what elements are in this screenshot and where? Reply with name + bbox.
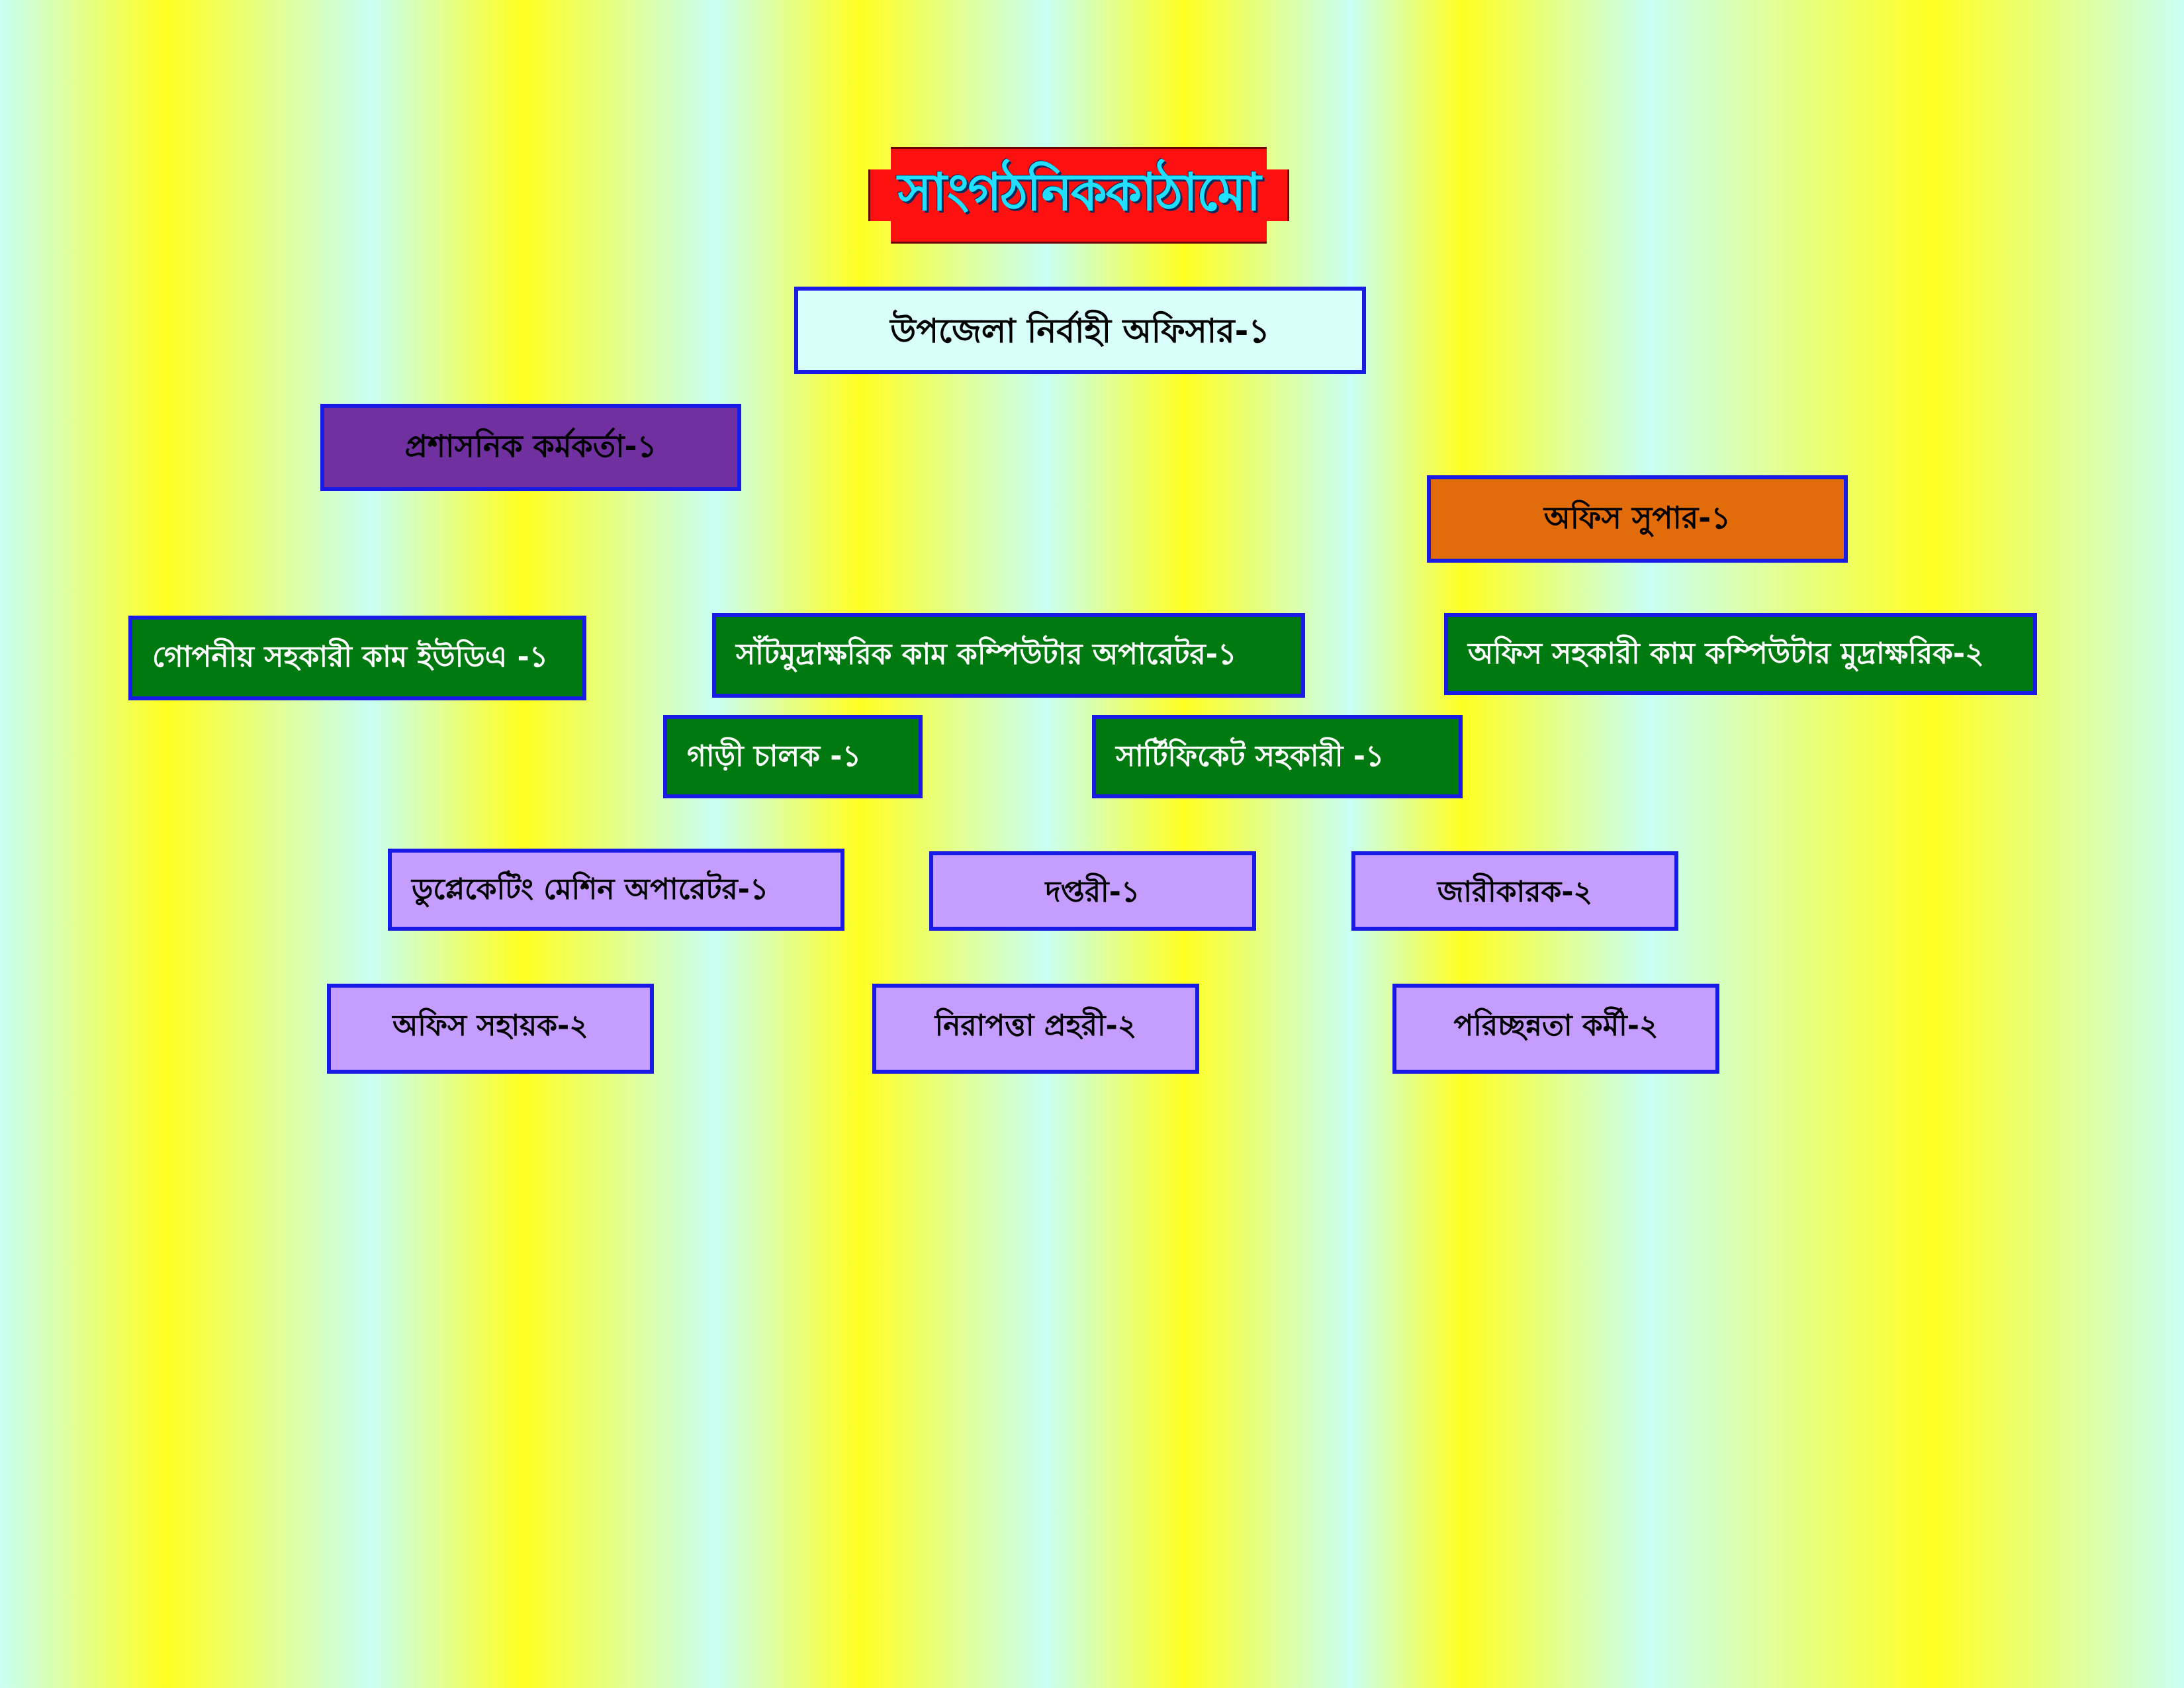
node-label: পরিচ্ছন্নতা কর্মী-২ xyxy=(1453,1009,1659,1043)
node-label: গাড়ী চালক -১ xyxy=(687,739,862,773)
node-label: অফিস সুপার-১ xyxy=(1543,500,1731,536)
node-label: উপজেলা নির্বাহী অফিসার-১ xyxy=(890,312,1270,350)
node-uno: উপজেলা নির্বাহী অফিসার-১ xyxy=(794,287,1366,374)
node-confidential-assistant: গোপনীয় সহকারী কাম ইউডিএ -১ xyxy=(128,616,586,700)
node-label: গোপনীয় সহকারী কাম ইউডিএ -১ xyxy=(152,640,549,674)
node-process-server: জারীকারক-২ xyxy=(1351,851,1678,931)
node-label: সাঁটমুদ্রাক্ষরিক কাম কম্পিউটার অপারেটর-১ xyxy=(736,637,1237,671)
node-office-helper: অফিস সহায়ক-২ xyxy=(327,984,654,1074)
node-office-assistant-typist: অফিস সহকারী কাম কম্পিউটার মুদ্রাক্ষরিক-২ xyxy=(1444,613,2037,695)
node-admin-officer: প্রশাসনিক কর্মকর্তা-১ xyxy=(320,404,741,491)
node-label: ডুপ্লেকেটিং মেশিন অপারেটর-১ xyxy=(412,872,769,906)
node-label: সার্টিফিকেট সহকারী -১ xyxy=(1116,739,1385,773)
node-stenographer: সাঁটমুদ্রাক্ষরিক কাম কম্পিউটার অপারেটর-১ xyxy=(712,613,1305,698)
node-label: নিরাপত্তা প্রহরী-২ xyxy=(934,1009,1137,1043)
node-label: প্রশাসনিক কর্মকর্তা-১ xyxy=(404,428,657,464)
node-label: অফিস সহকারী কাম কম্পিউটার মুদ্রাক্ষরিক-২ xyxy=(1468,637,1984,671)
node-label: অফিস সহায়ক-২ xyxy=(392,1009,588,1043)
node-daftari: দপ্তরী-১ xyxy=(929,851,1256,931)
node-office-super: অফিস সুপার-১ xyxy=(1427,475,1848,563)
node-driver: গাড়ী চালক -১ xyxy=(663,715,923,798)
chart-title: সাংগঠনিককাঠামো xyxy=(897,163,1261,222)
node-duplicating-operator: ডুপ্লেকেটিং মেশিন অপারেটর-১ xyxy=(388,849,844,931)
node-cleaner: পরিচ্ছন্নতা কর্মী-২ xyxy=(1392,984,1719,1074)
node-security-guard: নিরাপত্তা প্রহরী-২ xyxy=(872,984,1199,1074)
title-banner: সাংগঠনিককাঠামো xyxy=(868,147,1289,244)
node-label: দপ্তরী-১ xyxy=(1045,875,1140,909)
node-label: জারীকারক-২ xyxy=(1437,875,1593,909)
node-certificate-assistant: সার্টিফিকেট সহকারী -১ xyxy=(1092,715,1463,798)
